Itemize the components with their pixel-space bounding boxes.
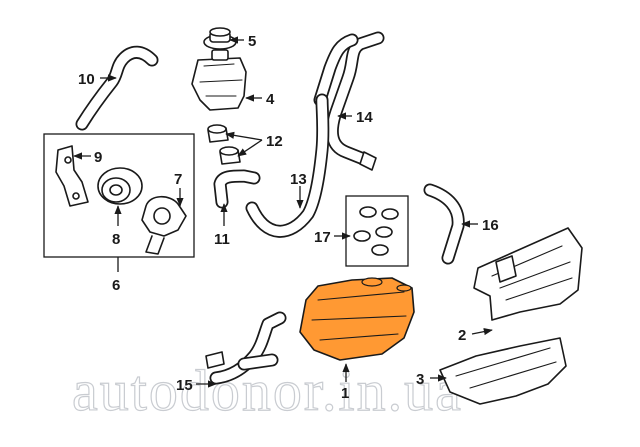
watermark: autodonor.in.ua: [72, 358, 463, 423]
callout-3: 3: [416, 371, 424, 388]
part-2-bracket: [473, 227, 583, 321]
callout-6: 6: [112, 277, 120, 294]
callout-15: 15: [176, 377, 193, 394]
callout-17: 17: [314, 229, 331, 246]
part-13-hose: [245, 93, 330, 238]
callout-4: 4: [266, 91, 275, 108]
group-17-box: [345, 195, 409, 267]
callout-12: 12: [266, 133, 283, 150]
callout-2: 2: [458, 327, 466, 344]
part-8-pulley: [97, 167, 143, 205]
callout-5: 5: [248, 33, 256, 50]
callout-1: 1: [341, 385, 349, 402]
part-12-caps: [207, 124, 241, 165]
part-14-pipe: [313, 31, 385, 171]
part-9-bracket: [55, 145, 89, 207]
callout-8: 8: [112, 231, 120, 248]
callout-16: 16: [482, 217, 499, 234]
part-1-highlighted: [299, 277, 415, 361]
part-16-hose: [423, 183, 465, 265]
callout-7: 7: [174, 171, 182, 188]
part-10-hose: [75, 45, 159, 131]
part-4-reservoir: [191, 49, 247, 111]
group-6-box: [43, 133, 195, 258]
callouts: 5 4 10 12 14 13 9 7 8 11 6 17 16 2 3 1 1…: [78, 33, 499, 402]
part-7-pump: [141, 195, 187, 255]
callout-14: 14: [356, 109, 373, 126]
part-15-hose: [205, 311, 287, 385]
callout-9: 9: [94, 149, 102, 166]
callout-13: 13: [290, 171, 307, 188]
leader-lines: [73, 36, 493, 388]
callout-10: 10: [78, 71, 95, 88]
part-3-shield: [439, 337, 567, 405]
part-5-cap: [203, 27, 237, 50]
part-17-grommets: [353, 206, 399, 256]
callout-11: 11: [214, 231, 230, 248]
part-11-fitting: [213, 169, 261, 209]
